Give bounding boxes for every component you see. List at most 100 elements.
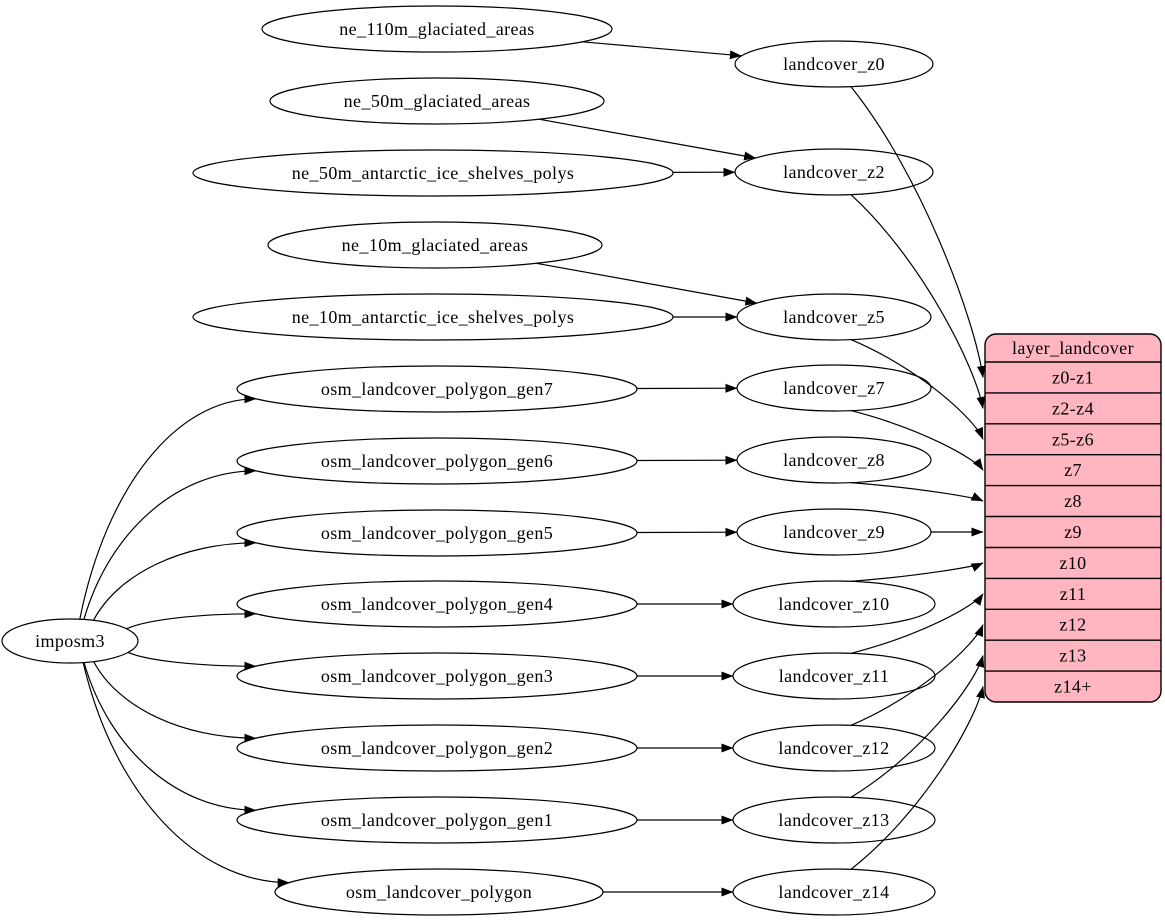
edge-imposm3-osm_landcover_polygon: [82, 662, 290, 888]
ne_50m_antarctic_ice_shelves_polys-shape: [192, 149, 674, 197]
node-osm_landcover_polygon_gen4: osm_landcover_polygon_gen4: [236, 580, 638, 628]
osm_landcover_polygon_gen2-label: osm_landcover_polygon_gen2: [321, 738, 553, 758]
ne_110m_glaciated_areas-shape: [261, 5, 613, 53]
node-landcover_z13: landcover_z13: [732, 796, 936, 844]
landcover_z0-shape: [734, 40, 934, 88]
edge-ne_110m_glaciated_areas-landcover_z0: [582, 41, 742, 60]
osm_landcover_polygon-label: osm_landcover_polygon: [346, 882, 532, 902]
edge-imposm3-osm_landcover_polygon_gen4: [126, 609, 257, 630]
edges-layer: [79, 41, 986, 897]
node-landcover_z5: landcover_z5: [736, 293, 932, 341]
record-row-label: z7: [1064, 460, 1082, 480]
edge-landcover_z11-layer_landcover:z11: [850, 593, 984, 654]
nodes-layer: imposm3 ne_110m_glaciated_areas ne_50m_gla…: [1, 5, 936, 916]
node-osm_landcover_polygon: osm_landcover_polygon: [274, 868, 604, 916]
osm_landcover_polygon_gen5-shape: [236, 509, 638, 557]
landcover_z9-label: landcover_z9: [783, 522, 885, 542]
node-osm_landcover_polygon_gen1: osm_landcover_polygon_gen1: [236, 796, 638, 844]
edge-ne_10m_glaciated_areas-landcover_z5: [536, 262, 758, 306]
landcover_z5-label: landcover_z5: [783, 307, 885, 327]
edge-landcover_z0-layer_landcover:z0-z1: [850, 86, 986, 378]
edge-imposm3-osm_landcover_polygon_gen5: [92, 538, 257, 621]
edge-imposm3-osm_landcover_polygon_gen7: [79, 394, 257, 620]
imposm3-label: imposm3: [35, 631, 105, 651]
landcover_z7-label: landcover_z7: [783, 378, 885, 398]
record-row-z13: z13: [985, 639, 1161, 666]
record-row-z12: z12: [985, 608, 1161, 635]
landcover_z12-label: landcover_z12: [778, 738, 889, 758]
edge-landcover_z14-layer_landcover:z14+: [850, 686, 985, 870]
node-landcover_z12: landcover_z12: [732, 724, 936, 772]
record-row-z7: z7: [985, 454, 1161, 480]
landcover_z0-label: landcover_z0: [783, 54, 885, 74]
record-row-label: z5-z6: [1052, 429, 1094, 449]
ne_10m_glaciated_areas-label: ne_10m_glaciated_areas: [342, 235, 529, 255]
record-row-label: z8: [1064, 491, 1082, 511]
osm_landcover_polygon_gen4-label: osm_landcover_polygon_gen4: [321, 594, 553, 614]
node-landcover_z10: landcover_z10: [732, 580, 936, 628]
record-row-z9: z9: [985, 515, 1161, 542]
edge-imposm3-osm_landcover_polygon_gen2: [93, 661, 257, 743]
osm_landcover_polygon_gen3-label: osm_landcover_polygon_gen3: [321, 666, 553, 686]
record-layer-landcover: layer_landcoverz0-z1z2-z4z5-z6z7z8z9z10z…: [984, 333, 1162, 703]
edge-landcover_z12-layer_landcover:z12: [850, 624, 984, 726]
node-osm_landcover_polygon_gen5: osm_landcover_polygon_gen5: [236, 509, 638, 557]
landcover_z13-label: landcover_z13: [778, 810, 889, 830]
node-landcover_z9: landcover_z9: [736, 508, 932, 556]
osm_landcover_polygon_gen1-label: osm_landcover_polygon_gen1: [321, 810, 553, 830]
edge-ne_50m_glaciated_areas-landcover_z2: [538, 118, 757, 161]
record-row-label: z14+: [1054, 677, 1092, 697]
node-landcover_z7: landcover_z7: [736, 364, 932, 412]
record-row-z14+: z14+: [985, 670, 1161, 697]
record-row-label: z13: [1059, 646, 1086, 666]
record-row-label: z11: [1060, 584, 1087, 604]
edge-landcover_z10-layer_landcover:z10: [850, 562, 984, 582]
record-row-label: z12: [1059, 615, 1086, 635]
ne_10m_antarctic_ice_shelves_polys-label: ne_10m_antarctic_ice_shelves_polys: [292, 307, 575, 327]
edge-landcover_z7-layer_landcover:z7: [850, 410, 984, 471]
node-osm_landcover_polygon_gen6: osm_landcover_polygon_gen6: [236, 437, 638, 485]
node-ne_50m_glaciated_areas: ne_50m_glaciated_areas: [269, 77, 605, 125]
edge-landcover_z5-layer_landcover:z5-z6: [850, 339, 984, 440]
node-landcover_z11: landcover_z11: [732, 652, 936, 700]
edge-landcover_z8-layer_landcover:z8: [850, 482, 984, 502]
edge-landcover_z2-layer_landcover:z2-z4: [850, 194, 986, 409]
node-landcover_z0: landcover_z0: [734, 40, 934, 88]
landcover_z8-label: landcover_z8: [783, 450, 885, 470]
node-landcover_z14: landcover_z14: [732, 868, 936, 916]
edge-landcover_z13-layer_landcover:z13: [850, 655, 985, 798]
record-row-label: z0-z1: [1052, 368, 1094, 388]
landcover_z10-label: landcover_z10: [778, 594, 889, 614]
record-row-label: z9: [1064, 522, 1082, 542]
osm_landcover_polygon_gen7-shape: [236, 365, 638, 413]
landcover_z11-label: landcover_z11: [779, 666, 889, 686]
node-ne_10m_antarctic_ice_shelves_polys: ne_10m_antarctic_ice_shelves_polys: [192, 293, 674, 341]
ne_10m_glaciated_areas-shape: [267, 221, 603, 269]
edge-imposm3-osm_landcover_polygon_gen1: [83, 662, 257, 815]
node-ne_110m_glaciated_areas: ne_110m_glaciated_areas: [261, 5, 613, 53]
node-landcover_z2: landcover_z2: [734, 148, 934, 196]
landcover_z14-label: landcover_z14: [778, 882, 889, 902]
landcover_z2-label: landcover_z2: [783, 162, 885, 182]
record-row-z10: z10: [985, 546, 1161, 573]
record-row-label: z10: [1059, 553, 1086, 573]
ne_110m_glaciated_areas-label: ne_110m_glaciated_areas: [339, 19, 534, 39]
record-row-z2-z4: z2-z4: [985, 392, 1161, 418]
osm_landcover_polygon_gen7-label: osm_landcover_polygon_gen7: [321, 379, 553, 399]
ne_50m_glaciated_areas-shape: [269, 77, 605, 125]
node-osm_landcover_polygon_gen3: osm_landcover_polygon_gen3: [236, 652, 638, 700]
ne_50m_glaciated_areas-label: ne_50m_glaciated_areas: [344, 91, 531, 111]
record-row-label: z2-z4: [1052, 398, 1094, 418]
node-osm_landcover_polygon_gen2: osm_landcover_polygon_gen2: [236, 724, 638, 772]
osm_landcover_polygon_gen6-label: osm_landcover_polygon_gen6: [321, 451, 553, 471]
edge-imposm3-osm_landcover_polygon_gen3: [127, 651, 257, 671]
imposm3-shape: [1, 618, 139, 664]
record-row-z5-z6: z5-z6: [985, 423, 1161, 449]
node-ne_10m_glaciated_areas: ne_10m_glaciated_areas: [267, 221, 603, 269]
node-ne_50m_antarctic_ice_shelves_polys: ne_50m_antarctic_ice_shelves_polys: [192, 149, 674, 197]
ne_50m_antarctic_ice_shelves_polys-label: ne_50m_antarctic_ice_shelves_polys: [292, 163, 575, 183]
osm_landcover_polygon_gen6-shape: [236, 437, 638, 485]
osm_landcover_polygon_gen5-label: osm_landcover_polygon_gen5: [321, 523, 553, 543]
